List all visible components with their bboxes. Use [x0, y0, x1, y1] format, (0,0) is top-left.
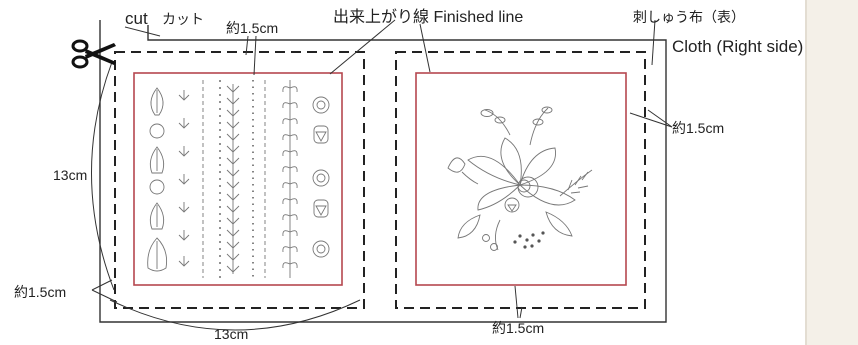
cloth-jp-label: 刺しゅう布（表） [633, 9, 745, 25]
sprig-column [178, 90, 190, 267]
cut-leader [124, 26, 161, 37]
bottom-margin-leader [514, 285, 519, 319]
rose-column [312, 96, 330, 258]
cloth-outline [99, 20, 667, 323]
bottom-margin-label: 約1.5cm [492, 320, 544, 336]
top-margin-label: 約1.5cm [226, 20, 278, 36]
chevron-column [226, 84, 240, 274]
cut-line-left [114, 51, 365, 309]
cut-line-right [395, 51, 646, 309]
fern-column [282, 80, 298, 278]
bottom-left-margin-leader [91, 279, 113, 291]
finished-line-leader-left [329, 19, 396, 75]
scissors-icon [71, 39, 116, 69]
finished-line-label: 出来上がり線 Finished line [333, 8, 523, 26]
cut-label: cut [125, 9, 148, 28]
height-arc [91, 61, 115, 291]
finished-line-left [133, 72, 343, 286]
cloth-en-label: Cloth (Right side) [672, 37, 803, 56]
width-label: 13cm [214, 326, 248, 342]
page-edge-strip [805, 0, 858, 345]
sampler-sketch [147, 80, 330, 278]
width-arc [109, 299, 361, 331]
top-margin-leader [245, 35, 249, 56]
height-label: 13cm [53, 167, 87, 183]
cut-jp-label: カット [162, 11, 204, 27]
flower-motif-sketch [447, 106, 593, 251]
finished-line-right [415, 72, 627, 286]
leaf-circle-column [147, 87, 168, 272]
right-margin-leader [629, 112, 673, 128]
right-margin-label: 約1.5cm [672, 120, 724, 136]
flower-dots [513, 231, 545, 249]
cloth-leader [651, 19, 656, 66]
dimension-lines [91, 19, 673, 331]
finished-line-leader-right [419, 23, 431, 73]
bottom-left-margin-label: 約1.5cm [14, 284, 66, 300]
